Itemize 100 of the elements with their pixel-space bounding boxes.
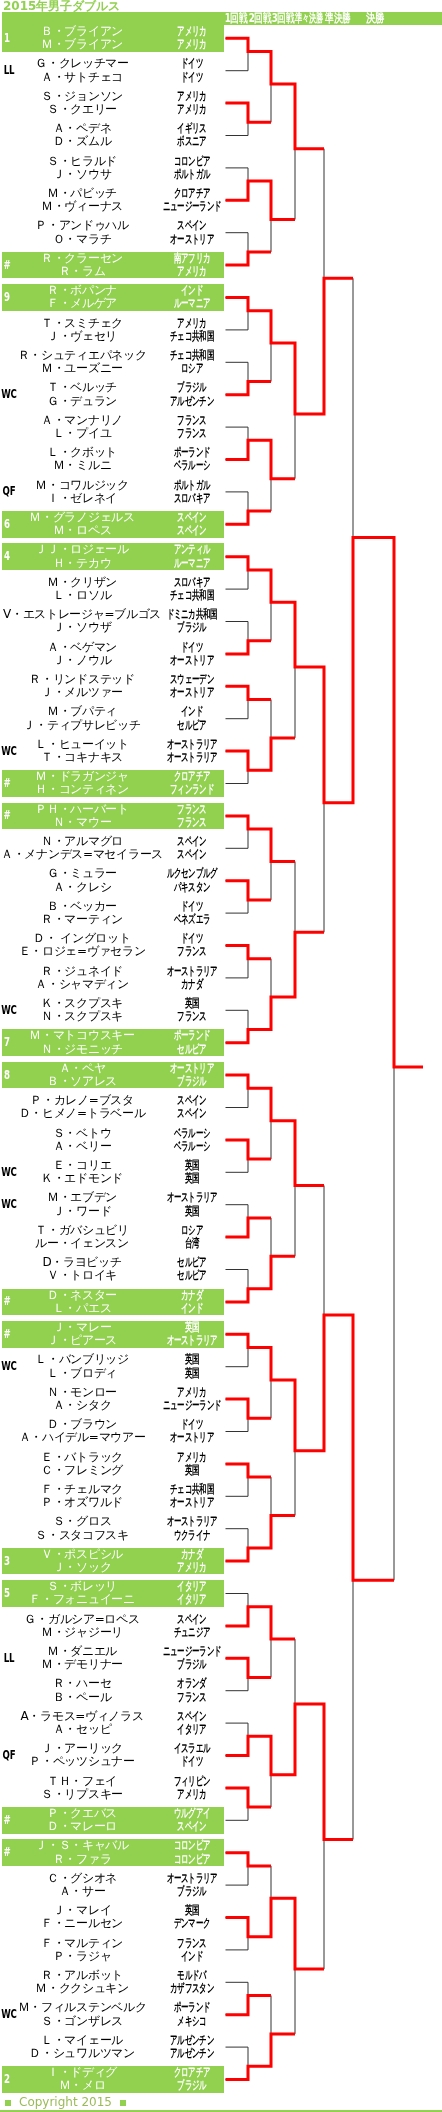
team-box bbox=[2, 543, 224, 570]
player-name: Ｊ・ソック bbox=[52, 1561, 112, 1575]
player-name: Ｐ・ラジャ bbox=[52, 1949, 112, 1963]
player-name: ルー・イェンスン bbox=[35, 1237, 129, 1251]
player-name: Ｍ・ドラガンジャ bbox=[35, 770, 129, 784]
country-name: ドイツ bbox=[181, 1755, 203, 1769]
player-name: Ｓ・ゴンザレス bbox=[41, 2014, 123, 2028]
player-name: Ｍ・デモリナー bbox=[41, 1658, 123, 1672]
country-name: ブラジル bbox=[177, 621, 207, 635]
country-name: クロアチア bbox=[173, 2066, 211, 2080]
country-name: ニュージーランド bbox=[163, 1399, 221, 1413]
seed-number: 4 bbox=[4, 550, 10, 564]
player-name: Ｊ・ソウザ bbox=[52, 621, 112, 635]
player-name: Ｍ・ダニエル bbox=[46, 1645, 118, 1659]
country-name: チェコ共和国 bbox=[170, 329, 214, 343]
country-name: オーストラリア bbox=[166, 964, 218, 978]
team-box bbox=[2, 1029, 224, 1056]
player-name: Ｔ・コキナキス bbox=[41, 751, 123, 765]
country-name: ドイツ bbox=[181, 1418, 203, 1432]
player-name: Ｄ・ネスター bbox=[46, 1288, 118, 1302]
country-name: フランス bbox=[177, 1690, 207, 1704]
winner-line bbox=[225, 1702, 353, 1841]
country-name: ロシア bbox=[181, 362, 203, 376]
winner-line bbox=[225, 930, 324, 1045]
player-name: Ｒ・ジュネイド bbox=[41, 964, 123, 978]
country-name: オーストラリア bbox=[166, 751, 218, 765]
winner-line bbox=[225, 1786, 271, 1809]
country-name: オーストラリア bbox=[166, 1515, 218, 1529]
player-name: Ｐ・アンドゥハル bbox=[35, 219, 129, 233]
player-name: Ｉ・ドディグ bbox=[46, 2066, 118, 2080]
country-name: アルゼンチン bbox=[170, 394, 214, 408]
seed-number: # bbox=[3, 1846, 11, 1860]
player-name: Ｍ・ブライアン bbox=[41, 38, 123, 52]
column-header: 決勝 bbox=[365, 12, 385, 25]
team-box bbox=[2, 1061, 224, 1089]
country-name: アンティル bbox=[173, 543, 211, 557]
country-name: カナダ bbox=[181, 977, 203, 991]
seed-number: # bbox=[3, 1295, 11, 1309]
player-name: D・ラヨビッチ bbox=[42, 1256, 122, 1270]
country-name: コロンビア bbox=[173, 1852, 211, 1866]
player-name: Ｍ・ククシュキン bbox=[35, 1982, 129, 1996]
entry-status: QF bbox=[2, 1749, 16, 1762]
player-name: Ｍ・クリザン bbox=[46, 575, 118, 589]
player-name: A・ラモス=ヴィノラス bbox=[20, 1709, 144, 1723]
country-name: オーストリア bbox=[170, 1496, 214, 1510]
player-name: Ｊ・ノウル bbox=[52, 653, 112, 667]
entry-status: WC bbox=[1, 1003, 17, 1017]
country-name: スペイン bbox=[177, 1820, 207, 1834]
country-name: スロバキア bbox=[173, 491, 211, 505]
winner-line bbox=[225, 1896, 324, 1971]
country-name: スペイン bbox=[177, 1107, 207, 1121]
player-name: Ｂ・ソアレス bbox=[46, 1075, 118, 1089]
player-name: ＪＪ・ロジェール bbox=[35, 543, 129, 557]
player-name: Ｅ・バトラック bbox=[41, 1450, 123, 1464]
country-name: パキスタン bbox=[173, 880, 211, 894]
team-box bbox=[2, 1807, 224, 1834]
country-name: フランス bbox=[177, 1010, 207, 1024]
player-name: Ｐ・ペッツシュナー bbox=[29, 1755, 135, 1769]
player-name: Ａ・メナンデス=マセイラース bbox=[1, 848, 163, 862]
country-name: ベネズエラ bbox=[173, 913, 211, 927]
country-name: ベラルーシ bbox=[173, 1126, 211, 1140]
player-name: Ｖ・トロイキ bbox=[46, 1269, 118, 1283]
country-name: ポーランド bbox=[173, 1029, 211, 1043]
country-name: オランダ bbox=[177, 1677, 207, 1691]
country-name: チュニジア bbox=[173, 1625, 211, 1639]
player-name: Ｈ・コンティネン bbox=[35, 783, 129, 797]
country-name: 英国 bbox=[184, 1463, 200, 1477]
seed-number: 3 bbox=[4, 1554, 10, 1568]
player-name: Ｊ・ワード bbox=[52, 1204, 112, 1218]
player-name: Ｖ・ポスピシル bbox=[41, 1547, 123, 1561]
winner-line bbox=[225, 1138, 271, 1161]
player-name: Ｔ・スミチェク bbox=[41, 316, 123, 330]
country-name: 南アフリカ bbox=[173, 251, 211, 265]
country-name: 英国 bbox=[184, 1321, 200, 1335]
player-name: Ｍ・コワルジック bbox=[35, 478, 129, 492]
country-name: 英国 bbox=[184, 1904, 200, 1918]
player-name: Ｍ・メロ bbox=[58, 2079, 106, 2093]
winner-line bbox=[225, 1462, 271, 1479]
seed-number: # bbox=[3, 258, 11, 272]
country-name: クロアチア bbox=[173, 770, 211, 784]
player-name: Ｌ・バンブリッジ bbox=[35, 1353, 129, 1367]
player-name: Ｋ・エドモンド bbox=[41, 1172, 123, 1186]
seed-number: # bbox=[3, 1327, 11, 1341]
player-name: Ｎ・アルマグロ bbox=[41, 835, 123, 849]
country-name: アルゼンチン bbox=[170, 2033, 214, 2047]
country-name: イタリア bbox=[177, 1580, 207, 1594]
country-name: カザフスタン bbox=[170, 1982, 214, 1996]
team-box bbox=[2, 25, 224, 52]
country-name: スペイン bbox=[177, 1709, 207, 1723]
country-name: ブラジル bbox=[177, 1075, 207, 1089]
country-name: インド bbox=[181, 1301, 203, 1315]
country-name: オーストリア bbox=[170, 1431, 214, 1445]
seed-number: 7 bbox=[4, 1036, 10, 1050]
player-name: Ｊ・アーリック bbox=[41, 1742, 123, 1756]
winner-line bbox=[225, 879, 271, 902]
winner-line bbox=[225, 684, 271, 701]
country-name: スペイン bbox=[177, 835, 207, 849]
player-name: Ｄ・ズムル bbox=[52, 135, 112, 149]
country-name: 英国 bbox=[184, 997, 200, 1011]
team-box bbox=[2, 1839, 224, 1866]
